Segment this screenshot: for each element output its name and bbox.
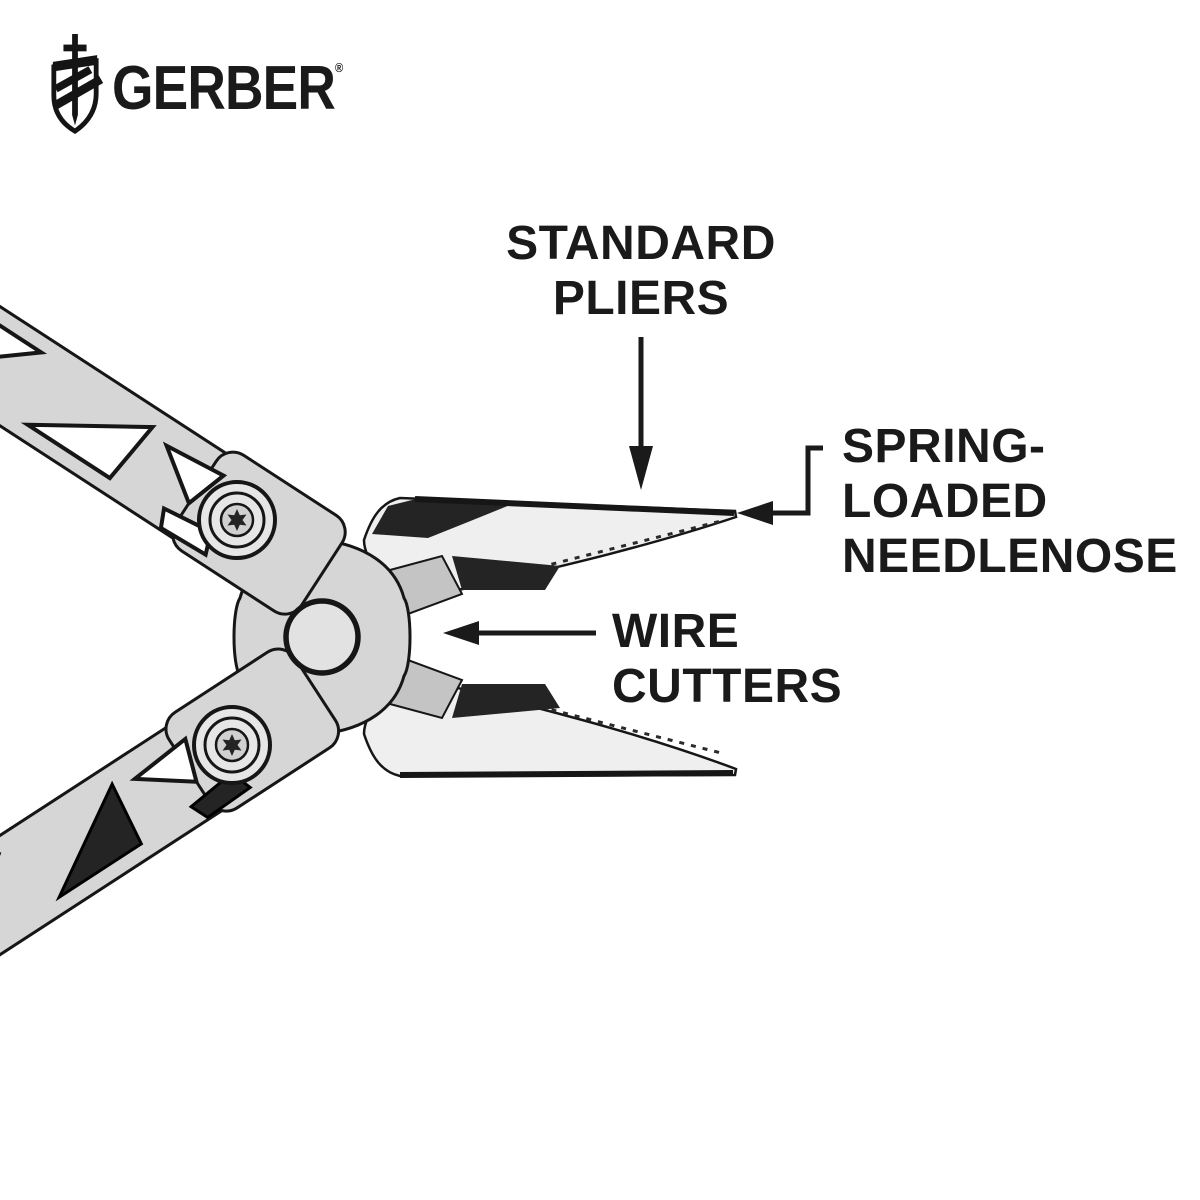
callout-standard-pliers: STANDARD PLIERS xyxy=(491,216,791,326)
callout-line: LOADED xyxy=(842,475,1048,528)
callout-line: SPRING- xyxy=(842,420,1046,473)
lower-torx-screw xyxy=(192,705,272,785)
lower-handle xyxy=(0,647,341,1033)
gerber-logo: GERBER® xyxy=(46,34,380,136)
torx-star-icon xyxy=(222,734,242,756)
callout-line: STANDARD xyxy=(506,217,776,270)
callout-line: WIRE xyxy=(612,605,740,658)
callout-wire-cutters: WIRE CUTTERS xyxy=(612,604,842,714)
left-arrow-icon xyxy=(737,501,773,525)
down-arrow-icon xyxy=(629,446,653,490)
upper-torx-screw xyxy=(197,480,277,560)
torx-star-icon xyxy=(227,509,247,531)
callout-line: NEEDLENOSE xyxy=(842,530,1178,583)
left-arrow-icon xyxy=(443,621,479,645)
registered-trademark: ® xyxy=(334,60,343,75)
callout-spring-loaded-needlenose: SPRING- LOADED NEEDLENOSE xyxy=(842,419,1178,584)
gerber-sword-shield-logo-icon xyxy=(51,34,104,135)
pivot-bolt xyxy=(283,598,361,676)
upper-handle xyxy=(0,232,347,616)
lower-jaw xyxy=(362,658,738,778)
wire-cutters-arrow xyxy=(443,621,596,645)
brand-wordmark: GERBER® xyxy=(112,58,343,120)
callout-line: PLIERS xyxy=(552,272,730,325)
brand-name: GERBER xyxy=(112,54,336,123)
standard-pliers-arrow xyxy=(629,337,653,490)
upper-jaw xyxy=(362,496,738,616)
spring-loaded-bracket-arrow xyxy=(737,445,823,525)
callout-line: CUTTERS xyxy=(612,660,843,713)
